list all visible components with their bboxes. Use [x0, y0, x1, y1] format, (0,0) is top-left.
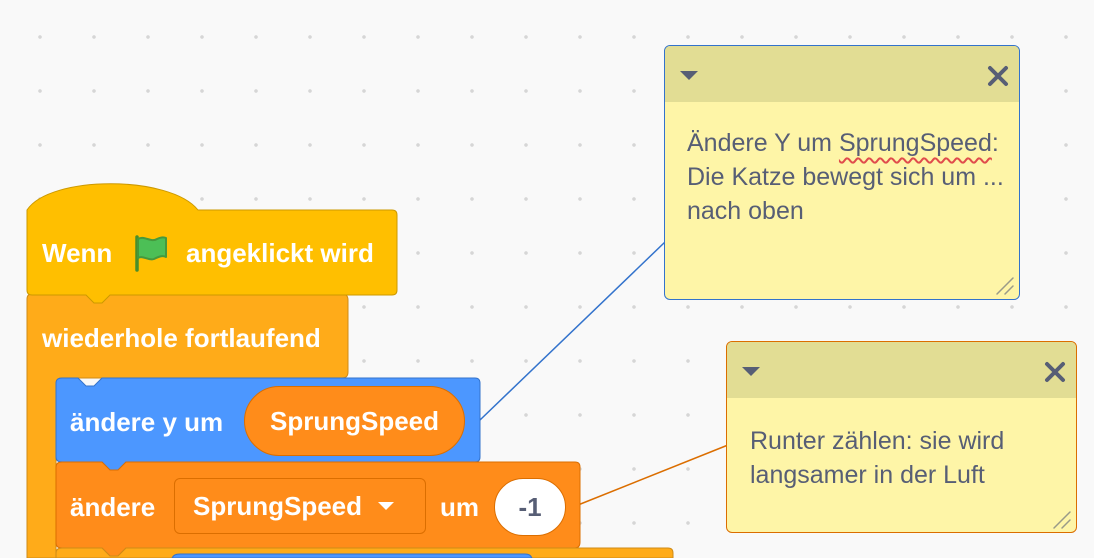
variable-dropdown[interactable]: SprungSpeed [174, 478, 426, 534]
comment-note-2[interactable]: Runter zählen: sie wird langsamer in der… [726, 341, 1077, 533]
hat-block-prefix: Wenn [42, 238, 113, 268]
sprungspeed-reporter[interactable]: SprungSpeed [244, 386, 465, 456]
change-y-label: ändere y um [70, 407, 224, 437]
resize-handle-icon[interactable] [993, 274, 1015, 296]
green-flag-icon[interactable] [130, 233, 170, 273]
comment-header[interactable] [727, 342, 1076, 398]
change-var-label: ändere [70, 492, 156, 522]
comment-note-1[interactable]: Ändere Y um SprungSpeed: Die Katze beweg… [664, 45, 1020, 300]
close-icon[interactable] [1044, 361, 1066, 383]
connector-line-variables [577, 444, 729, 506]
misspelled-word: SprungSpeed [838, 129, 992, 157]
next-block-input-shape[interactable] [171, 553, 533, 558]
caret-down-icon[interactable] [741, 365, 761, 379]
hat-block-shape[interactable] [26, 183, 398, 304]
caret-down-icon[interactable] [679, 69, 699, 83]
script-blocks [26, 183, 674, 558]
sprungspeed-reporter-label: SprungSpeed [269, 405, 439, 436]
forever-block-label: wiederhole fortlaufend [42, 323, 321, 353]
connector-line-motion [479, 241, 666, 421]
value-input-text: -1 [518, 491, 542, 522]
resize-handle-icon[interactable] [1050, 508, 1072, 530]
comment-header[interactable] [665, 46, 1019, 102]
chevron-down-icon [378, 502, 395, 510]
comment-text-prefix: Ändere Y um [687, 129, 839, 157]
hat-block-suffix: angeklickt wird [186, 238, 374, 268]
comment-text-suffix: : Die Katze bewegt sich um ... nach oben [687, 129, 1004, 225]
comment-text[interactable]: Runter zählen: sie wird langsamer in der… [750, 427, 1005, 489]
variable-dropdown-label: SprungSpeed [193, 490, 363, 521]
by-label: um [440, 492, 479, 522]
close-icon[interactable] [987, 65, 1009, 87]
value-input[interactable]: -1 [494, 478, 566, 536]
comment-text[interactable]: Ändere Y um SprungSpeed: Die Katze beweg… [687, 126, 1007, 228]
